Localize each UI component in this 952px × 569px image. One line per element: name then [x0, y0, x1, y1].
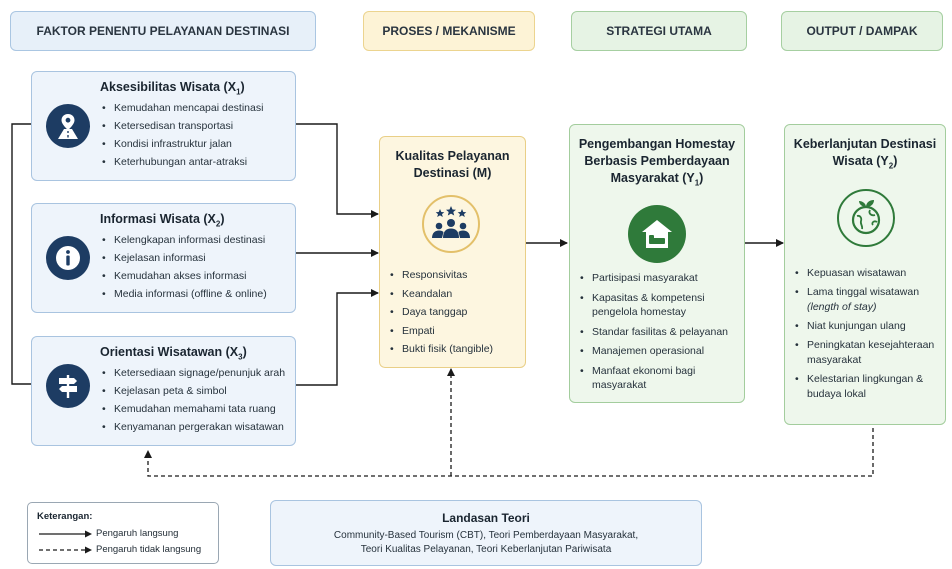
factor-title-x2: Informasi Wisata (X2) [100, 212, 225, 229]
theory-title: Landasan Teori [442, 511, 530, 525]
factor-list-x3: Ketersediaan signage/penunjuk arah Kejel… [102, 364, 285, 436]
factor-title-x1: Aksesibilitas Wisata (X1) [100, 80, 245, 97]
list-item: Partisipasi masyarakat [580, 271, 740, 286]
theory-line-2: Teori Kualitas Pelayanan, Teori Keberlan… [360, 544, 612, 555]
list-item: Bukti fisik (tangible) [390, 340, 493, 359]
info-icon [46, 236, 90, 280]
factor-list-x1: Kemudahan mencapai destinasi Ketersedisa… [102, 99, 263, 171]
legend-arrow-icons [39, 530, 92, 554]
strategy-title: Pengembangan Homestay Berbasis Pemberday… [578, 137, 736, 188]
list-item: Ketersediaan signage/penunjuk arah [102, 364, 285, 382]
eco-globe-icon [837, 189, 895, 247]
list-item: Manajemen operasional [580, 344, 740, 359]
header-faktor-label: FAKTOR PENENTU PELAYANAN DESTINASI [36, 24, 290, 38]
list-item: Manfaat ekonomi bagi masyarakat [580, 364, 740, 393]
theory-box: Landasan Teori Community-Based Tourism (… [270, 500, 702, 566]
signpost-icon [46, 364, 90, 408]
strategy-box: Pengembangan Homestay Berbasis Pemberday… [569, 124, 745, 403]
list-item: Kapasitas & kompetensi pengelola homesta… [580, 291, 740, 320]
header-proses-label: PROSES / MEKANISME [382, 24, 516, 38]
list-item: Daya tanggap [390, 303, 493, 322]
road-location-icon [46, 104, 90, 148]
factor-title-x3: Orientasi Wisatawan (X3) [100, 345, 247, 362]
mediator-list: Responsivitas Keandalan Daya tanggap Emp… [390, 266, 493, 359]
list-item: Niat kunjungan ulang [795, 319, 943, 334]
factor-box-informasi: Informasi Wisata (X2) Kelengkapan inform… [31, 203, 296, 313]
arrow-x1-to-m [296, 123, 379, 218]
list-item: Peningkatan kesejahteraan masyarakat [795, 338, 943, 368]
arrow-x3-to-m [296, 289, 379, 386]
header-strategi: STRATEGI UTAMA [571, 11, 747, 51]
legend-box: Keterangan: Pengaruh langsung Pengaruh t… [27, 502, 219, 564]
theory-line-1: Community-Based Tourism (CBT), Teori Pem… [333, 530, 639, 541]
list-item: Ketersedisan transportasi [102, 117, 263, 135]
homestay-icon [628, 205, 686, 263]
header-output: OUTPUT / DAMPAK [781, 11, 943, 51]
list-item: Keandalan [390, 285, 493, 304]
rated-team-icon [422, 195, 480, 253]
legend-title: Keterangan: [37, 511, 93, 522]
header-output-label: OUTPUT / DAMPAK [806, 24, 918, 38]
list-item: Kepuasan wisatawan [795, 266, 943, 281]
output-title: Keberlanjutan Destinasi Wisata (Y2) [793, 137, 937, 171]
mediator-box: Kualitas Pelayanan Destinasi (M) Respons… [379, 136, 526, 368]
header-strategi-label: STRATEGI UTAMA [606, 24, 712, 38]
list-item: Kejelasan peta & simbol [102, 382, 285, 400]
list-item: Standar fasilitas & pelayanan [580, 325, 740, 340]
output-box: Keberlanjutan Destinasi Wisata (Y2) Kepu… [784, 124, 946, 425]
factor-box-aksesibilitas: Aksesibilitas Wisata (X1) Kemudahan menc… [31, 71, 296, 181]
list-item: Empati [390, 322, 493, 341]
list-item: Kondisi infrastruktur jalan [102, 135, 263, 153]
list-item: Kemudahan mencapai destinasi [102, 99, 263, 117]
list-item: Kenyamanan pergerakan wisatawan [102, 418, 285, 436]
factor-box-orientasi: Orientasi Wisatawan (X3) Ketersediaan si… [31, 336, 296, 446]
strategy-list: Partisipasi masyarakat Kapasitas & kompe… [580, 271, 740, 393]
factor-list-x2: Kelengkapan informasi destinasi Kejelasa… [102, 231, 267, 303]
list-item: Kemudahan memahami tata ruang [102, 400, 285, 418]
feedback-to-x3 [144, 428, 874, 477]
factor-bracket-line [11, 123, 31, 385]
list-item: Media informasi (offline & online) [102, 285, 267, 303]
list-item-length-of-stay: Lama tinggal wisatawan(length of stay) [795, 285, 943, 315]
list-item: Kejelasan informasi [102, 249, 267, 267]
list-item: Keterhubungan antar-atraksi [102, 153, 263, 171]
list-item: Responsivitas [390, 266, 493, 285]
mediator-title: Kualitas Pelayanan Destinasi (M) [395, 149, 510, 180]
output-list: Kepuasan wisatawan Lama tinggal wisatawa… [795, 266, 943, 402]
list-item: Kelestarian lingkungan & budaya lokal [795, 372, 943, 402]
header-proses: PROSES / MEKANISME [363, 11, 535, 51]
list-item: Kemudahan akses informasi [102, 267, 267, 285]
list-item: Kelengkapan informasi destinasi [102, 231, 267, 249]
header-faktor: FAKTOR PENENTU PELAYANAN DESTINASI [10, 11, 316, 51]
legend-indirect-label: Pengaruh tidak langsung [96, 544, 202, 555]
legend-direct-label: Pengaruh langsung [96, 528, 179, 539]
